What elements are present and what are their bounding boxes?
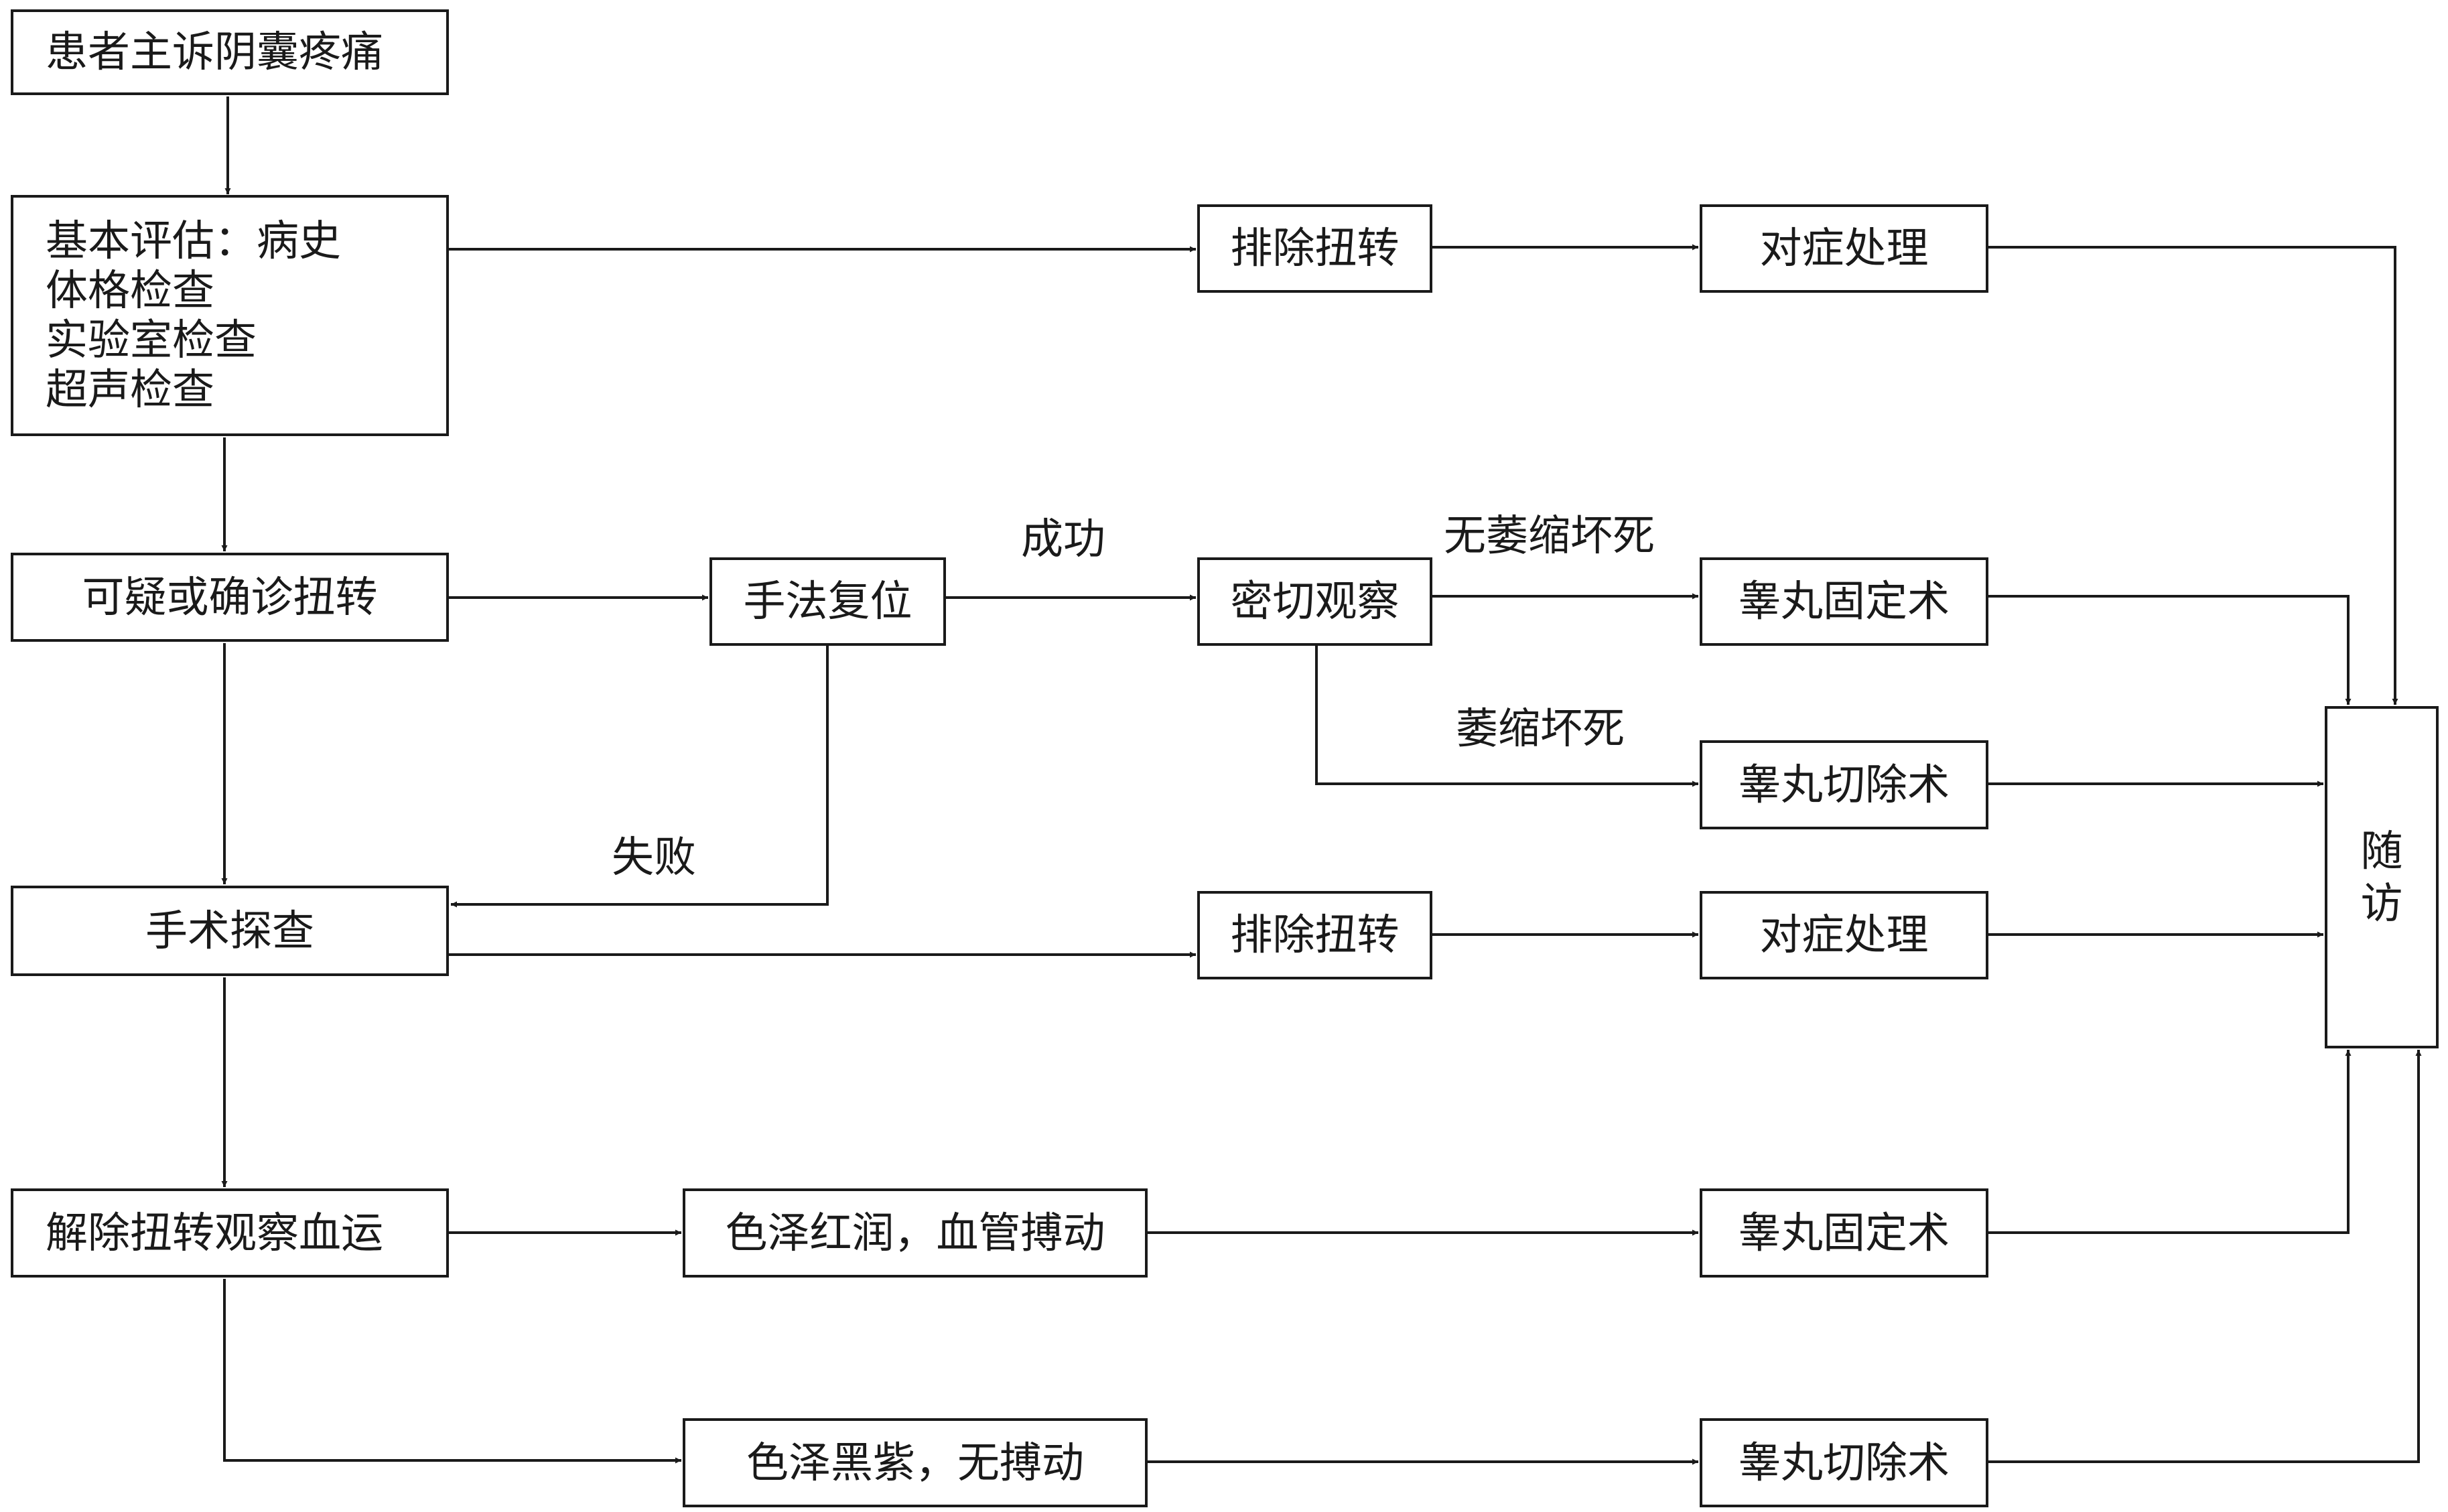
- label-necrosis: 萎缩坏死: [1456, 704, 1625, 753]
- edge-manual-surgery: [451, 646, 829, 908]
- followup-char-1: 随: [2360, 826, 2403, 876]
- node-manual-reduction: 手法复位: [709, 557, 946, 646]
- edge-detorsion-dark: [223, 1279, 681, 1464]
- assessment-line-4: 超声检查: [46, 365, 214, 414]
- assessment-line-2: 体格检查: [46, 266, 214, 315]
- edge-observe-orchiectomy1: [1315, 646, 1698, 787]
- node-exclude-torsion-1: 排除扭转: [1197, 204, 1432, 293]
- node-close-observation: 密切观察: [1197, 557, 1432, 646]
- node-exclude-torsion-2: 排除扭转: [1197, 891, 1432, 979]
- node-follow-up: 随 访: [2325, 706, 2439, 1048]
- node-symptomatic-2: 对症处理: [1700, 891, 1988, 979]
- node-suspected: 可疑或确诊扭转: [11, 553, 449, 642]
- node-detorsion: 解除扭转观察血运: [11, 1188, 449, 1278]
- edge-fixation2-followup: [1988, 1050, 2352, 1234]
- edge-symptomatic1-followup: [1988, 246, 2398, 705]
- node-fixation-1: 睾丸固定术: [1700, 557, 1988, 646]
- assessment-line-1: 基本评估：病史: [46, 216, 341, 265]
- node-orchiectomy-2: 睾丸切除术: [1700, 1418, 1988, 1507]
- assessment-line-3: 实验室检查: [46, 316, 257, 364]
- label-failure: 失败: [612, 833, 696, 882]
- label-success: 成功: [1021, 514, 1105, 563]
- node-ruddy-pulsating: 色泽红润，血管搏动: [683, 1188, 1148, 1278]
- node-complaint: 患者主诉阴囊疼痛: [11, 9, 449, 95]
- edge-orchiectomy2-followup: [1988, 1050, 2422, 1463]
- node-surgical-exploration: 手术探查: [11, 886, 449, 976]
- node-dark-no-pulse: 色泽黑紫，无搏动: [683, 1418, 1148, 1507]
- edge-fixation1-followup: [1988, 595, 2352, 705]
- node-fixation-2: 睾丸固定术: [1700, 1188, 1988, 1278]
- node-orchiectomy-1: 睾丸切除术: [1700, 740, 1988, 829]
- node-symptomatic-1: 对症处理: [1700, 204, 1988, 293]
- node-assessment: 基本评估：病史 体格检查 实验室检查 超声检查: [11, 195, 449, 436]
- followup-char-2: 访: [2360, 878, 2403, 928]
- label-no-necrosis: 无萎缩坏死: [1444, 511, 1655, 560]
